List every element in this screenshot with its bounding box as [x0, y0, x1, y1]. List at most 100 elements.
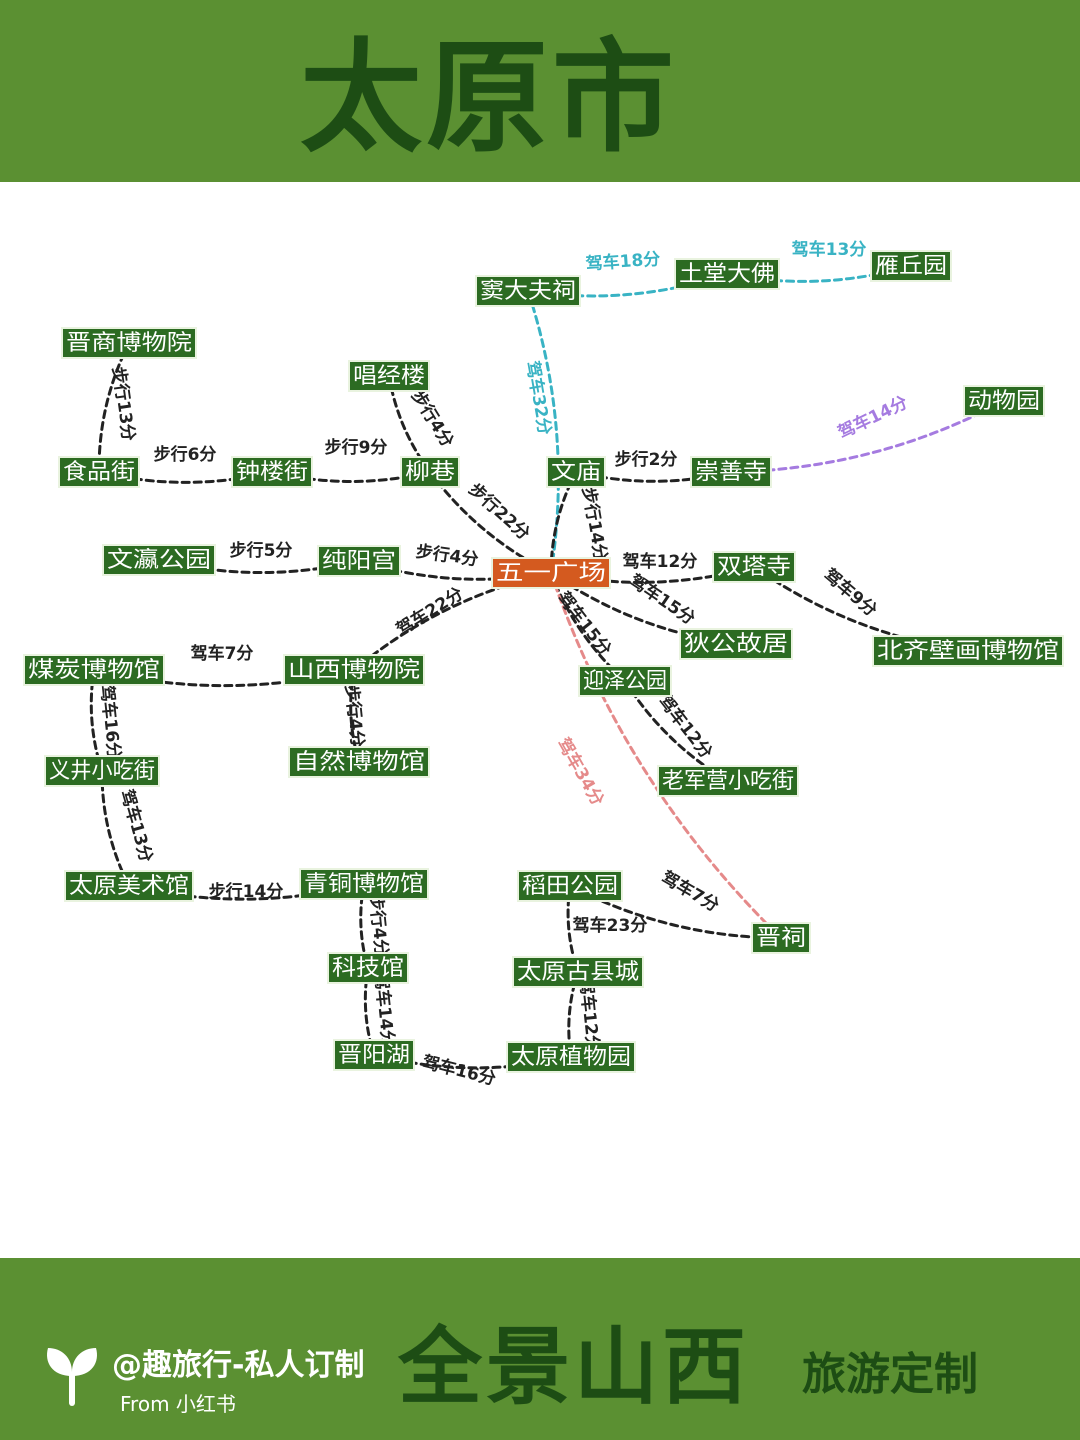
- place-label: 煤炭博物馆: [28, 658, 160, 683]
- xiaohongshu-sprout-icon: [47, 1348, 97, 1406]
- place-node-beiqi: 北齐壁画博物馆: [872, 635, 1064, 667]
- route-time-label: 驾车32分: [522, 359, 556, 436]
- place-box: [231, 456, 313, 488]
- place-box: [517, 870, 623, 902]
- place-node-digong: 狄公故居: [679, 628, 793, 660]
- place-node-shipinjie: 食品街: [58, 456, 140, 488]
- place-box: [870, 250, 952, 282]
- route-line-yijing-meishuguan: [100, 769, 131, 888]
- place-node-meishuguan: 太原美术馆: [64, 870, 194, 902]
- account-handle: @趣旅行-私人订制: [112, 1348, 365, 1383]
- place-box: [348, 360, 430, 392]
- route-time-label: 步行4分: [414, 541, 479, 571]
- place-box: [512, 956, 644, 988]
- place-node-yijing: 义井小吃街: [44, 755, 160, 787]
- route-time-label: 驾车22分: [393, 583, 467, 640]
- place-label: 双塔寺: [717, 555, 791, 580]
- place-node-laojunying: 老军营小吃街: [657, 765, 799, 797]
- place-box: [44, 755, 160, 787]
- route-time-label: 驾车13分: [792, 239, 867, 260]
- route-time-label: 驾车12分: [654, 691, 717, 763]
- route-line-wuyi-doudafu: [526, 289, 560, 575]
- route-time-label: 步行22分: [465, 479, 535, 545]
- route-time-label: 驾车23分: [573, 915, 648, 936]
- tagline: 旅游定制: [802, 1349, 978, 1400]
- place-label: 山西博物院: [288, 658, 420, 683]
- place-node-gucheng: 太原古县城: [512, 956, 644, 988]
- place-box: [64, 870, 194, 902]
- place-node-jinyanghu: 晋阳湖: [333, 1039, 415, 1071]
- place-node-tutang: 土堂大佛: [674, 258, 780, 290]
- place-node-wuyi: 五一广场: [491, 557, 611, 589]
- route-time-label: 步行4分: [365, 893, 392, 958]
- place-label: 晋祠: [756, 926, 806, 951]
- top-banner: [0, 0, 1080, 182]
- place-box: [327, 952, 409, 984]
- place-box: [317, 545, 401, 577]
- place-box: [23, 654, 165, 686]
- place-node-liuxiang: 柳巷: [400, 456, 460, 488]
- place-box: [333, 1039, 415, 1071]
- route-time-label: 驾车12分: [623, 551, 698, 572]
- place-label: 崇善寺: [695, 460, 767, 485]
- place-label: 太原植物园: [511, 1045, 631, 1070]
- place-node-shuangta: 双塔寺: [712, 551, 796, 583]
- place-label: 稻田公园: [522, 874, 618, 899]
- route-time-label: 步行5分: [230, 540, 293, 561]
- place-node-yanqiu: 雁丘园: [870, 250, 952, 282]
- place-label: 迎泽公园: [583, 669, 667, 694]
- route-time-label: 步行14分: [209, 881, 284, 902]
- page-title: 太原市: [300, 27, 678, 169]
- route-time-label: 驾车34分: [553, 734, 609, 809]
- place-label: 科技馆: [332, 956, 404, 981]
- place-node-meitan: 煤炭博物馆: [23, 654, 165, 686]
- place-label: 柳巷: [405, 460, 455, 485]
- route-time-label: 驾车9分: [820, 564, 882, 620]
- route-time-label: 驾车18分: [585, 248, 661, 274]
- place-box: [283, 654, 425, 686]
- route-time-label: 驾车16分: [420, 1051, 498, 1089]
- route-time-label: 驾车13分: [116, 787, 157, 865]
- place-box: [288, 746, 430, 778]
- route-line-wuyi-jinci: [549, 571, 783, 940]
- place-label: 晋商博物院: [66, 331, 192, 356]
- place-box: [657, 765, 799, 797]
- place-box: [299, 868, 429, 900]
- place-node-dongwuyuan: 动物园: [963, 385, 1045, 417]
- route-time-label: 驾车14分: [835, 392, 911, 444]
- place-label: 狄公故居: [684, 632, 788, 657]
- place-label: 自然博物馆: [293, 750, 425, 775]
- place-box: [674, 258, 780, 290]
- route-time-label: 步行13分: [108, 365, 139, 442]
- route-time-label: 驾车7分: [191, 643, 254, 664]
- place-label: 纯阳宫: [322, 549, 396, 574]
- place-label: 青铜博物馆: [304, 872, 424, 897]
- place-node-qingtong: 青铜博物馆: [299, 868, 429, 900]
- place-label: 食品街: [63, 460, 135, 485]
- route-time-label: 驾车7分: [658, 867, 723, 917]
- place-node-zhiwuyuan: 太原植物园: [506, 1041, 636, 1073]
- place-node-keji: 科技馆: [327, 952, 409, 984]
- place-box: [690, 456, 772, 488]
- place-label: 文庙: [551, 460, 601, 485]
- place-label: 文瀛公园: [107, 548, 211, 573]
- slogan: 全景山西: [398, 1317, 751, 1416]
- route-time-label: 步行14分: [578, 485, 612, 562]
- place-box: [751, 922, 811, 954]
- place-node-daotian: 稻田公园: [517, 870, 623, 902]
- route-time-label: 步行6分: [154, 444, 217, 465]
- place-node-chunyang: 纯阳宫: [317, 545, 401, 577]
- place-node-ziran: 自然博物馆: [288, 746, 430, 778]
- place-node-shanxi: 山西博物院: [283, 654, 425, 686]
- route-time-label: 步行4分: [407, 387, 458, 451]
- place-node-yingze: 迎泽公园: [578, 665, 672, 697]
- place-label: 动物园: [968, 389, 1040, 414]
- place-box: [712, 551, 796, 583]
- bottom-banner: [0, 1258, 1080, 1440]
- place-label: 唱经楼: [353, 364, 425, 389]
- place-label: 太原古县城: [517, 960, 639, 985]
- place-box: [400, 456, 460, 488]
- place-box: [578, 665, 672, 697]
- route-time-label: 步行2分: [615, 449, 678, 470]
